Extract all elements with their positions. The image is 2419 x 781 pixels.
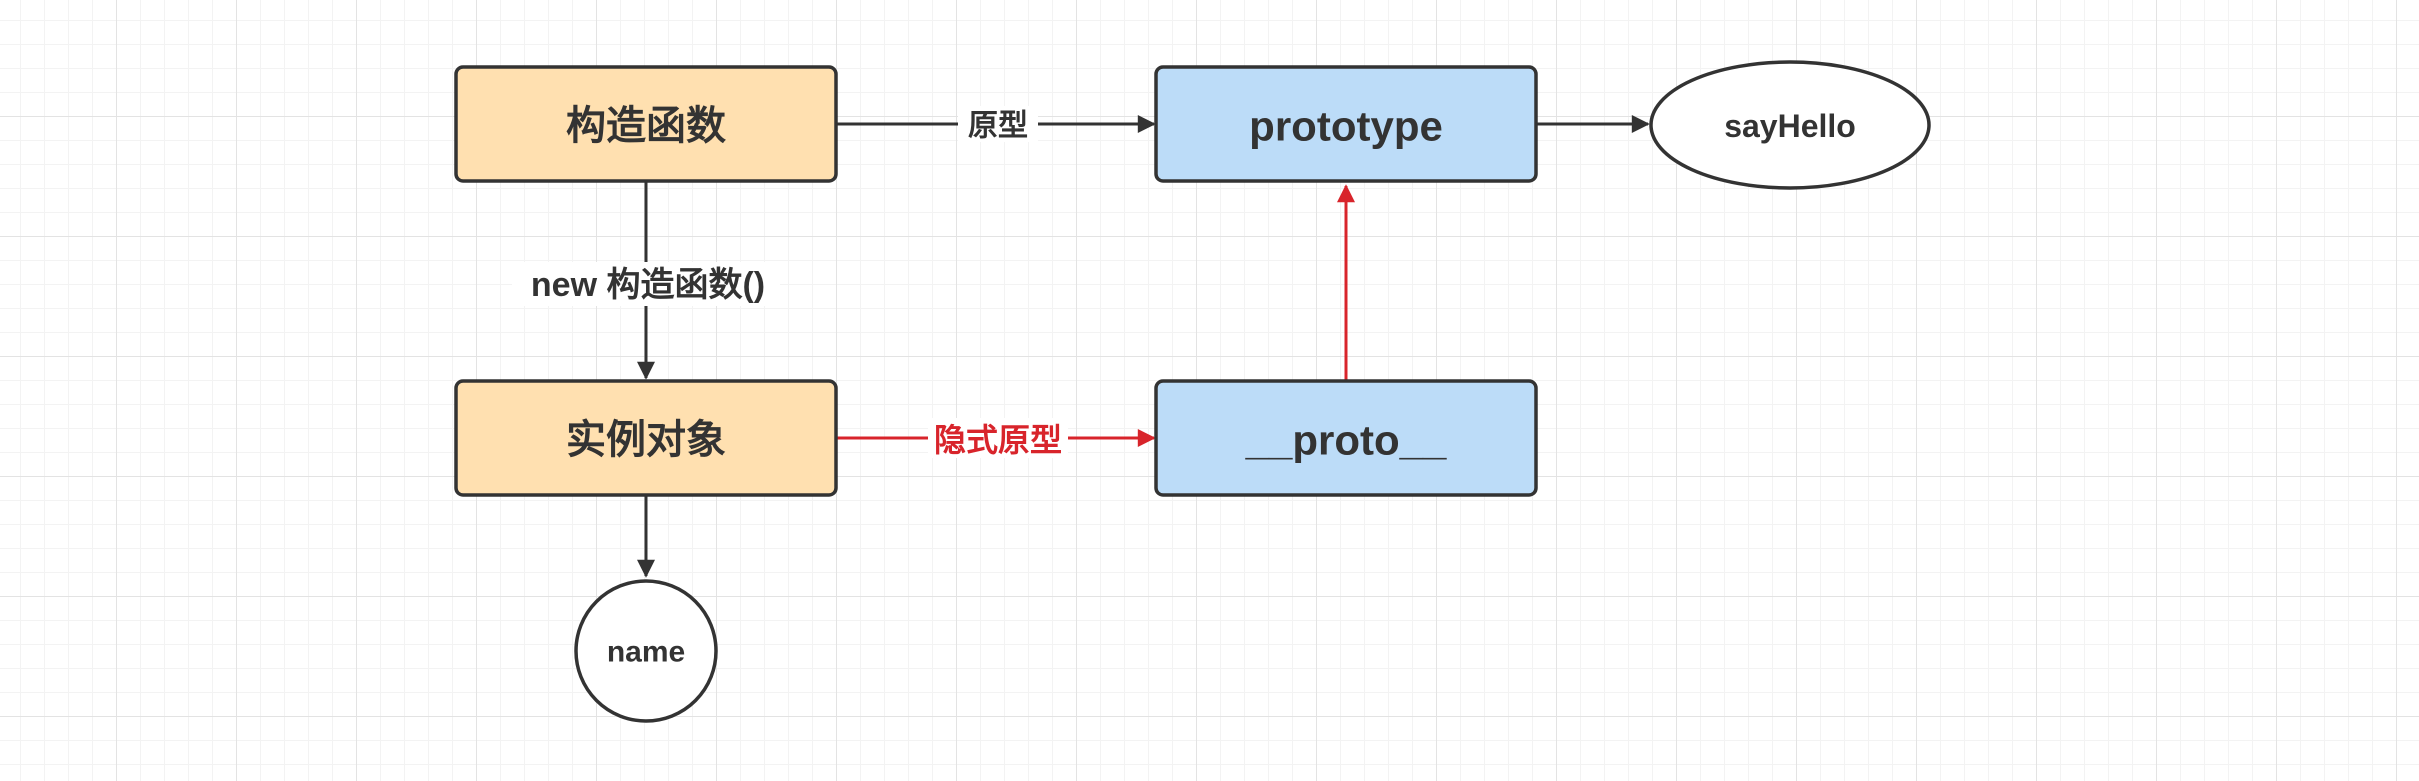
node-proto: __proto__ [1154,379,1538,497]
node-instance: 实例对象 [454,379,838,497]
edge-prototype-link: 原型 [837,106,1156,143]
node-say-hello-ellipse [1649,60,1931,190]
node-instance-box [454,379,838,497]
node-name-label: name [607,636,685,669]
node-constructor-label: 构造函数 [566,104,726,148]
edge-label-bg [512,262,780,306]
node-prototype-box [1154,65,1538,183]
node-name: name [574,579,718,723]
node-say-hello: sayHello [1649,60,1931,190]
edge-implicit-prototype: 隐式原型 [837,418,1156,458]
edge-label-bg [958,106,1038,142]
node-constructor: 构造函数 [454,65,838,183]
node-instance-label: 实例对象 [566,418,726,462]
edge-new-instance: new 构造函数() [512,182,780,380]
node-name-circle [574,579,718,723]
node-proto-box [1154,379,1538,497]
edge-label-bg [928,418,1068,458]
node-constructor-box [454,65,838,183]
edge-label-prototype-link: 原型 [968,110,1028,143]
edge-label-new-instance: new 构造函数() [531,266,765,304]
node-proto-label: __proto__ [1245,417,1447,464]
node-prototype: prototype [1154,65,1538,183]
node-say-hello-label: sayHello [1724,108,1856,144]
node-prototype-label: prototype [1249,103,1443,150]
edge-label-implicit-prototype: 隐式原型 [934,422,1062,458]
